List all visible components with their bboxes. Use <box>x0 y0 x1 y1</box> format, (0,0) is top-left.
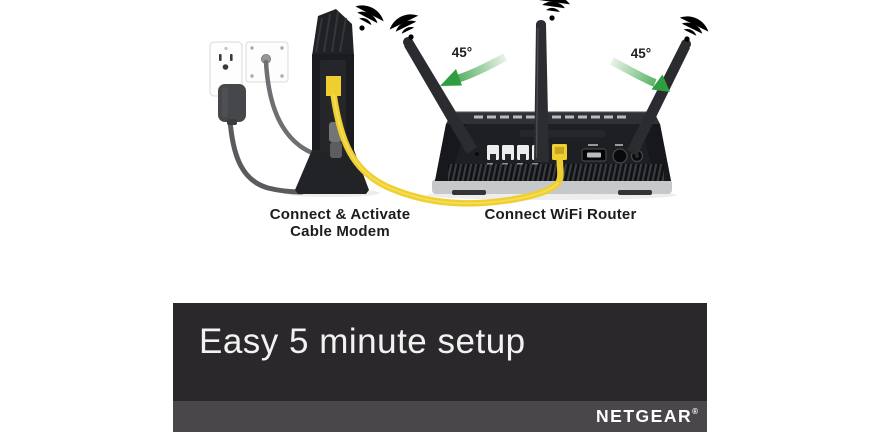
power-cable <box>227 117 305 195</box>
promo-banner: Easy 5 minute setup NETGEAR® <box>173 303 707 432</box>
modem-ethernet-port <box>326 76 341 96</box>
registered-trademark-icon: ® <box>692 407 698 416</box>
setup-illustration: 45° 45° <box>209 0 712 207</box>
wifi-router <box>403 20 691 195</box>
modem-caption-line2: Cable Modem <box>290 223 390 240</box>
tilt-arrow-right <box>610 57 670 92</box>
reset-pinhole <box>475 152 479 156</box>
router-caption-text: Connect WiFi Router <box>484 206 637 223</box>
modem-wifi-icon <box>346 0 387 38</box>
router-caption: Connect WiFi Router <box>468 206 653 223</box>
power-button <box>612 148 628 164</box>
router-led-row <box>474 115 626 119</box>
router-antenna-right <box>627 39 691 156</box>
ethernet-cable-highlight <box>332 93 559 205</box>
router-vent-grille <box>448 164 664 181</box>
antenna-right-wifi-icon <box>671 11 712 49</box>
angle-label-right: 45° <box>631 46 651 61</box>
router-usb-port <box>581 148 607 162</box>
modem-caption: Connect & Activate Cable Modem <box>250 206 430 240</box>
angle-label-left: 45° <box>452 45 472 60</box>
tilt-arrow-left <box>440 53 507 86</box>
wall-power-outlet <box>209 41 243 97</box>
power-plug <box>218 84 246 125</box>
modem-caption-line1: Connect & Activate <box>269 206 411 223</box>
antenna-center-wifi-icon <box>535 0 572 23</box>
netgear-logo-text: NETGEAR <box>596 406 693 426</box>
banner-headline: Easy 5 minute setup <box>199 322 526 361</box>
netgear-logo: NETGEAR® <box>596 406 698 427</box>
router-antenna-center <box>534 20 549 162</box>
brand-strip: NETGEAR® <box>173 401 707 432</box>
